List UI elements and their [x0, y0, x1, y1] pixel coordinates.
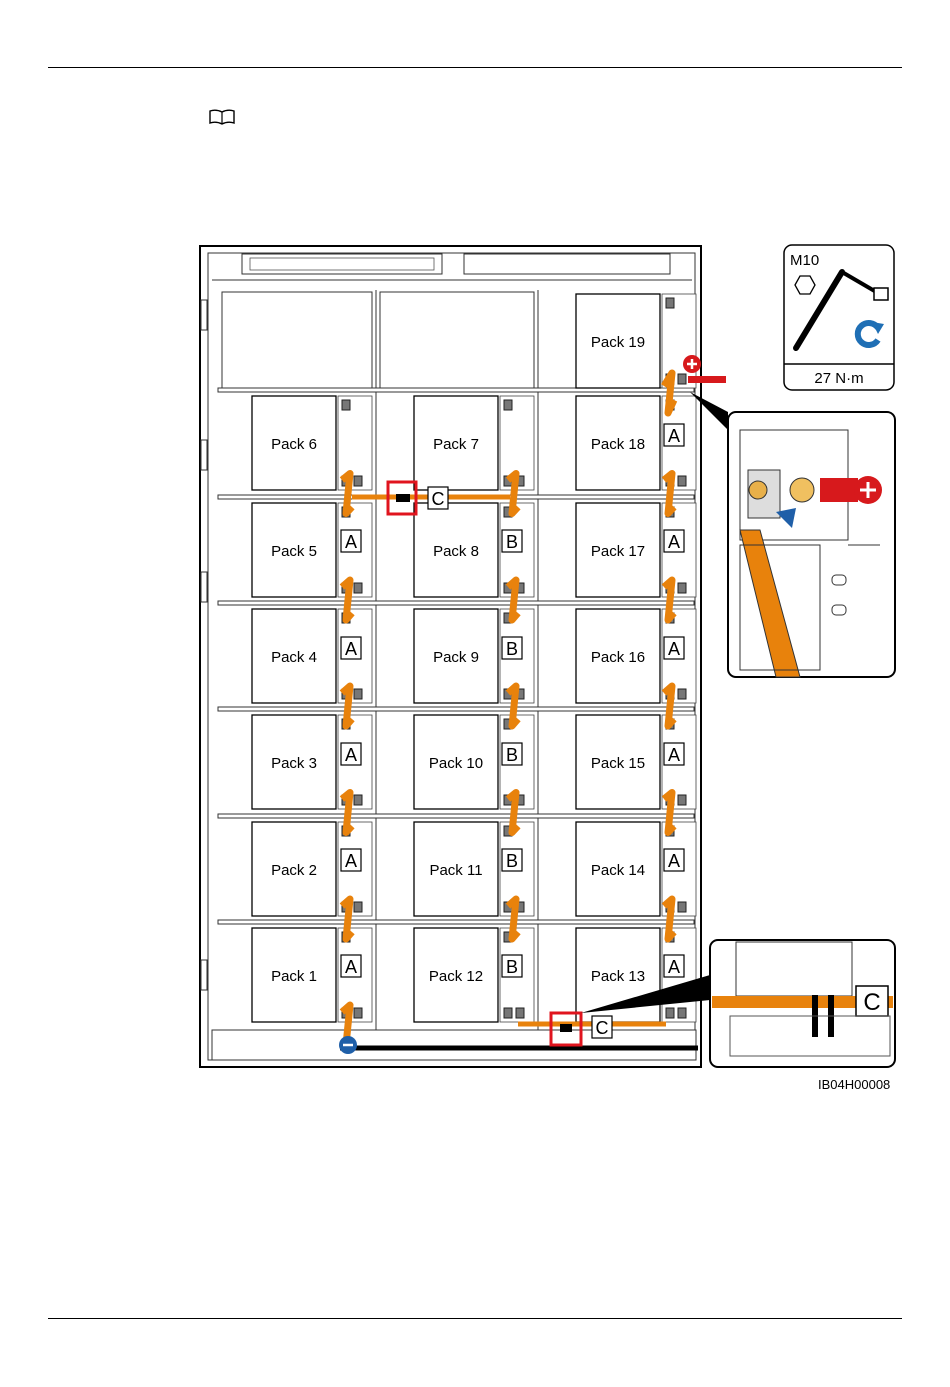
svg-text:B: B	[506, 745, 518, 765]
cable-tag: A	[664, 637, 684, 659]
pack-label: Pack 5	[271, 543, 317, 560]
pack-label: Pack 4	[271, 649, 317, 666]
cable-tag: A	[341, 849, 361, 871]
cable-tag: B	[502, 743, 522, 765]
svg-text:A: A	[345, 957, 357, 977]
pack-label: Pack 6	[271, 436, 317, 453]
figure-id: IB04H00008	[818, 1077, 890, 1092]
svg-text:A: A	[345, 639, 357, 659]
positive-terminal-icon	[683, 355, 701, 373]
cable-tag: A	[664, 424, 684, 446]
battery-pack: Pack 19	[576, 294, 696, 388]
svg-text:C: C	[596, 1018, 609, 1038]
svg-text:B: B	[506, 851, 518, 871]
svg-text:A: A	[668, 532, 680, 552]
cable-tag: A	[664, 849, 684, 871]
svg-text:A: A	[668, 957, 680, 977]
cable-tag: A	[664, 743, 684, 765]
pack-label: Pack 3	[271, 755, 317, 772]
pack-label: Pack 10	[429, 755, 483, 772]
cable-tag: A	[341, 955, 361, 977]
pack-label: Pack 18	[591, 436, 645, 453]
svg-text:B: B	[506, 957, 518, 977]
cable-tag: A	[664, 530, 684, 552]
svg-text:A: A	[668, 639, 680, 659]
pack-label: Pack 1	[271, 968, 317, 985]
svg-text:C: C	[432, 489, 445, 509]
pack-label: Pack 14	[591, 862, 645, 879]
cable-tag: B	[502, 637, 522, 659]
pack-label: Pack 16	[591, 649, 645, 666]
torque-spec-box: M10 27 N·m	[784, 245, 894, 390]
callout-c-label: C	[863, 989, 880, 1016]
pack-label: Pack 17	[591, 543, 645, 560]
svg-text:A: A	[345, 745, 357, 765]
cable-tag: A	[341, 743, 361, 765]
pack-label: Pack 12	[429, 968, 483, 985]
battery-pack: Pack 6	[252, 396, 372, 490]
positive-terminal-callout	[728, 412, 895, 677]
cable-tag: B	[502, 530, 522, 552]
cable-tag: A	[664, 955, 684, 977]
cable-tag: B	[502, 849, 522, 871]
cable-tag: A	[341, 637, 361, 659]
pack-label: Pack 19	[591, 334, 645, 351]
svg-text:B: B	[506, 532, 518, 552]
pack-label: Pack 8	[433, 543, 479, 560]
connector-c-callout: C	[710, 940, 895, 1067]
pack-label: Pack 13	[591, 968, 645, 985]
cable-tag: C	[428, 487, 448, 509]
pack-label: Pack 7	[433, 436, 479, 453]
torque-value: 27 N·m	[814, 370, 863, 387]
svg-text:A: A	[668, 745, 680, 765]
negative-terminal-icon	[339, 1036, 357, 1054]
pack-label: Pack 2	[271, 862, 317, 879]
cable-tag: C	[592, 1016, 612, 1038]
svg-text:A: A	[345, 532, 357, 552]
bolt-size: M10	[790, 252, 819, 269]
svg-text:B: B	[506, 639, 518, 659]
svg-text:A: A	[668, 426, 680, 446]
cable-tag: B	[502, 955, 522, 977]
pack-label: Pack 15	[591, 755, 645, 772]
cable-tag: A	[341, 530, 361, 552]
svg-text:A: A	[345, 851, 357, 871]
pack-label: Pack 11	[429, 862, 482, 879]
pack-label: Pack 9	[433, 649, 479, 666]
svg-text:A: A	[668, 851, 680, 871]
